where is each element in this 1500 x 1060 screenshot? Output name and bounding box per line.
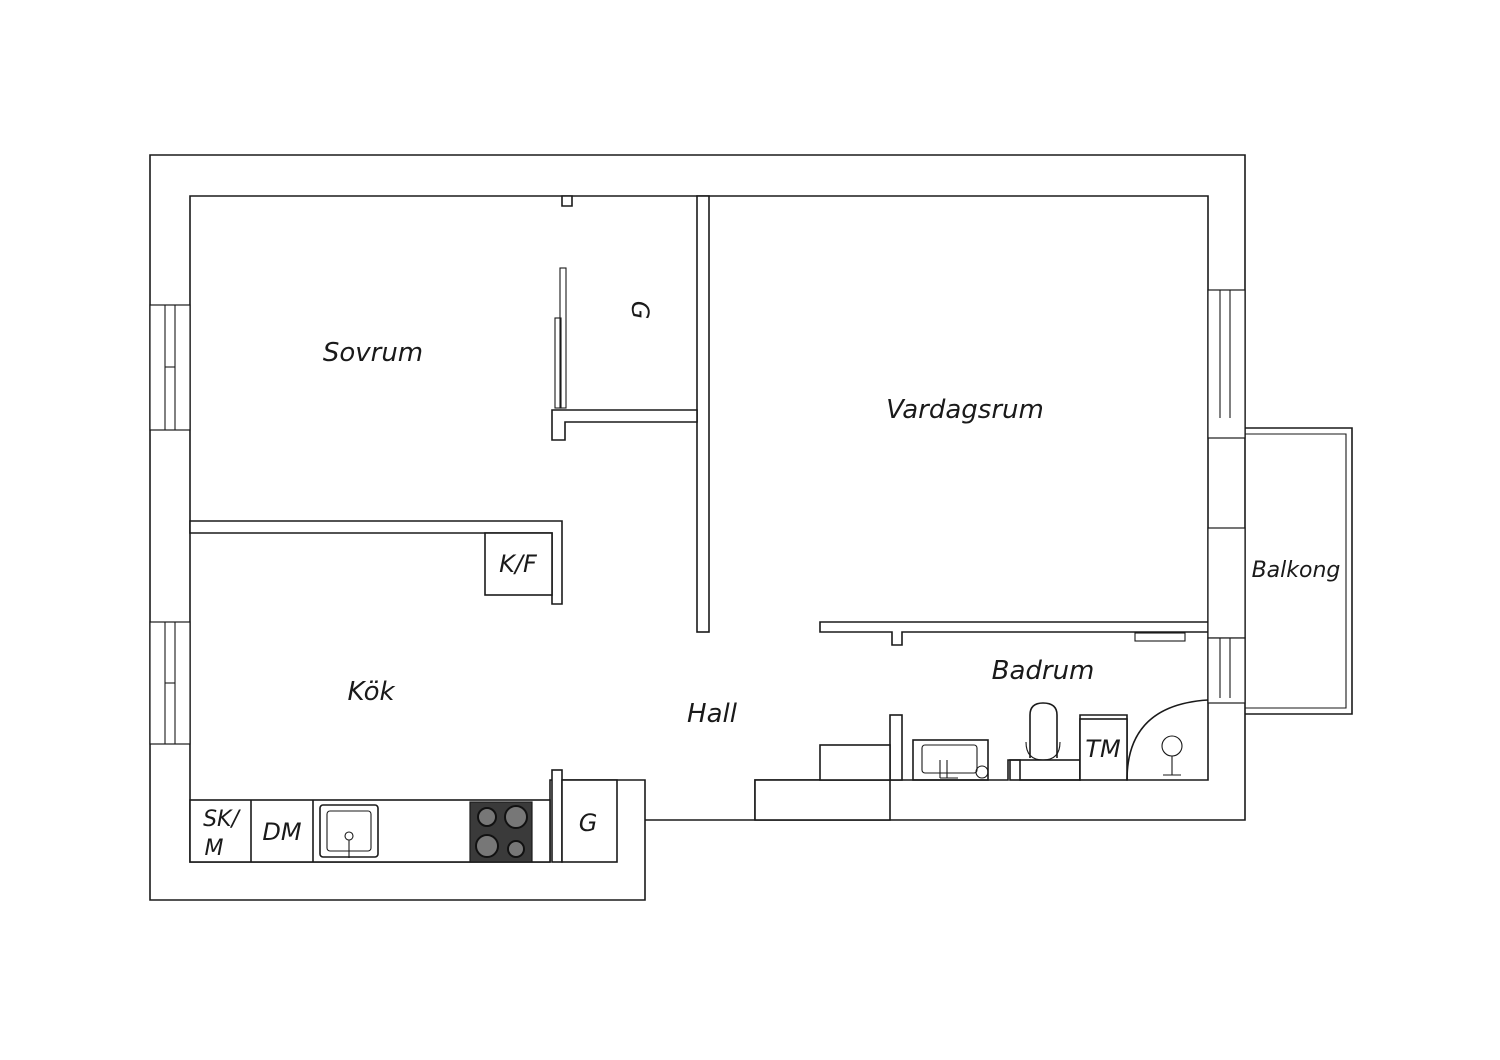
washing-machine-box bbox=[1079, 718, 1128, 781]
label-badrum: Badrum bbox=[992, 656, 1095, 686]
label-vardagsrum: Vardagsrum bbox=[886, 395, 1044, 425]
label-kok: Kök bbox=[347, 677, 395, 707]
wall-wardrobe-bottom bbox=[551, 409, 698, 441]
windows bbox=[149, 289, 1246, 745]
label-wardrobe-hall: G bbox=[579, 809, 598, 837]
window-bath bbox=[1207, 637, 1246, 704]
stove bbox=[469, 801, 533, 863]
wall-wardrobe-top bbox=[561, 195, 573, 207]
room-labels: Sovrum Vardagsrum Kök Hall Badrum Balkon… bbox=[323, 338, 1341, 729]
wall-hall-wardrobe bbox=[551, 769, 563, 863]
wall-bedroom-kitchen bbox=[189, 520, 563, 605]
balcony-door-opening bbox=[1207, 527, 1246, 639]
fixture-labels: G G K/F DM TM SK/ M bbox=[203, 301, 1121, 861]
wash-basin bbox=[912, 739, 989, 781]
wardrobe-sliding-door-2 bbox=[554, 317, 562, 409]
wall-bath-left bbox=[889, 714, 903, 781]
label-wardrobe-bedroom: G bbox=[626, 301, 654, 320]
bath-shelf bbox=[819, 744, 891, 781]
label-cabinet-line1: SK/ bbox=[203, 807, 241, 832]
sink bbox=[319, 804, 379, 858]
label-fridge-freezer: K/F bbox=[499, 550, 538, 578]
balcony bbox=[1245, 427, 1353, 715]
fridge-freezer-box bbox=[484, 532, 553, 596]
label-cabinet-line2: M bbox=[205, 836, 224, 861]
label-sovrum: Sovrum bbox=[323, 338, 423, 368]
label-dishwasher: DM bbox=[262, 818, 301, 846]
label-washing-machine: TM bbox=[1085, 735, 1121, 763]
bath-door-frame bbox=[1134, 632, 1186, 642]
hall-wardrobe bbox=[561, 779, 618, 863]
window-living bbox=[1207, 289, 1246, 439]
wardrobe-sliding-door bbox=[559, 267, 567, 409]
shower bbox=[1126, 699, 1209, 781]
label-balkong: Balkong bbox=[1252, 558, 1341, 583]
wall-bedroom-living bbox=[696, 195, 710, 633]
kitchen-counter bbox=[189, 799, 551, 863]
interior-walls bbox=[189, 195, 1209, 863]
hall-closet-block bbox=[754, 779, 891, 821]
bathroom-fixtures bbox=[912, 699, 1209, 781]
label-hall: Hall bbox=[687, 699, 738, 729]
